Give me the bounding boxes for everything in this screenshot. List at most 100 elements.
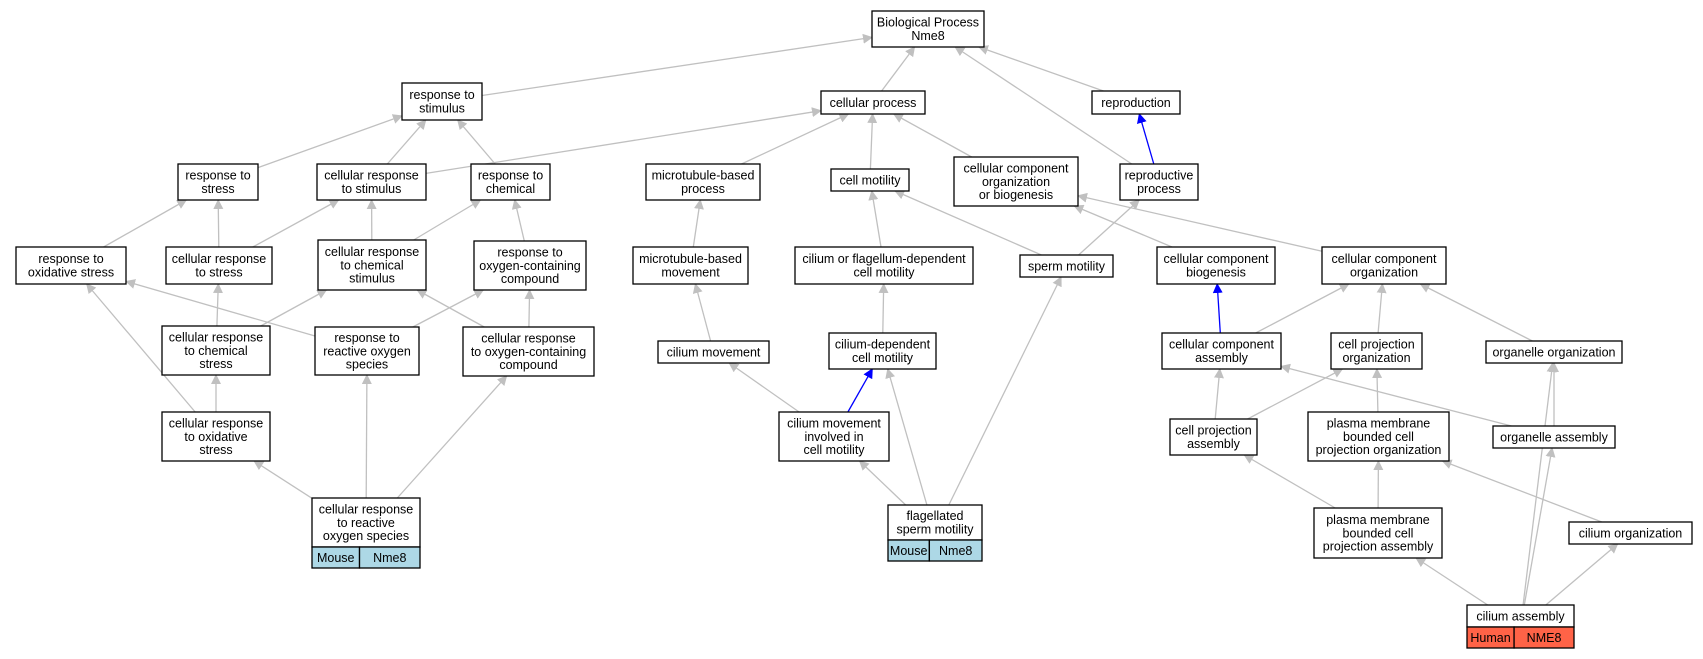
go-term-node-sm[interactable]: sperm motility [1019,254,1114,278]
node-box [165,246,273,285]
node-box [778,411,890,462]
edge-ca-to-oo [1522,362,1557,606]
edge-line [252,199,340,248]
node-box [316,163,427,201]
edge-pmbcpo-to-cpo [1372,368,1383,413]
node-box [1313,507,1443,559]
node-label-line: cell motility [803,443,865,457]
edge-line [413,199,482,241]
gene-cell [358,546,421,569]
node-box [953,156,1079,207]
node-label-line: projection assembly [1323,540,1434,554]
edge-cpo-to-cco [1376,283,1387,334]
node-label-line: cell motility [852,351,914,365]
node-box [1321,246,1447,285]
edge-crtros-to-crtox [253,460,313,499]
node-box [830,168,910,192]
edge-line [878,283,889,334]
go-term-node-co[interactable]: cilium organization [1568,521,1693,545]
edge-line [457,119,496,165]
node-label-line: cilium movement [667,345,761,359]
edge-line [892,113,973,158]
gene-label: Nme8 [373,551,406,565]
edge-line [257,114,403,169]
edge-line [511,199,525,242]
edge-line [1545,543,1619,606]
edge-crtchs-to-crtstress [213,283,223,327]
edge-ca-to-oa [1523,447,1556,606]
node-label-line: compound [499,358,557,372]
go-term-node-oa[interactable]: organelle assembly [1492,425,1616,449]
node-box [1307,411,1450,462]
node-box [1568,521,1693,545]
go-term-node-rep[interactable]: reproduction [1091,90,1181,115]
edge-line [125,279,316,337]
go-term-node-oo[interactable]: organelle organization [1485,340,1623,364]
gene-label: NME8 [1527,631,1562,645]
go-term-node-cmov[interactable]: cilium movement [657,340,770,364]
node-box [657,340,770,364]
edge-line [948,276,1062,506]
node-label-line: cellular process [830,96,917,110]
edge-layer [86,33,1619,606]
edge-line [1243,454,1336,509]
edge-line [977,45,1104,92]
gene-cell [1513,626,1575,649]
node-label-line: response to [478,169,543,183]
node-label-line: cellular response [172,252,267,266]
node-label-line: organelle assembly [1500,430,1608,444]
node-box [1161,332,1282,370]
edge-line [1522,362,1557,606]
node-box [1119,163,1199,201]
node-box [161,411,271,462]
node-box [794,246,974,285]
node-box [1091,90,1181,115]
edge-rtos-to-rtstress [103,199,188,248]
node-label-line: sperm motility [896,523,974,537]
edge-pmbcpa-to-cpa [1243,454,1336,509]
node-label-line: assembly [1195,351,1249,365]
edge-line [1078,199,1140,256]
node-label-line: process [1137,182,1181,196]
edge-fsm-to-sm [948,276,1062,506]
edge-line [1255,283,1350,334]
go-term-node-cm[interactable]: cell motility [830,168,910,192]
edge-sm-to-rp [1078,199,1140,256]
go-term-node-cp[interactable]: cellular process [820,90,926,115]
edge-rp-to-bp [954,46,1133,165]
node-label-line: oxygen species [323,529,409,543]
node-label-line: to chemical [184,344,247,358]
node-label-line: assembly [1187,437,1241,451]
